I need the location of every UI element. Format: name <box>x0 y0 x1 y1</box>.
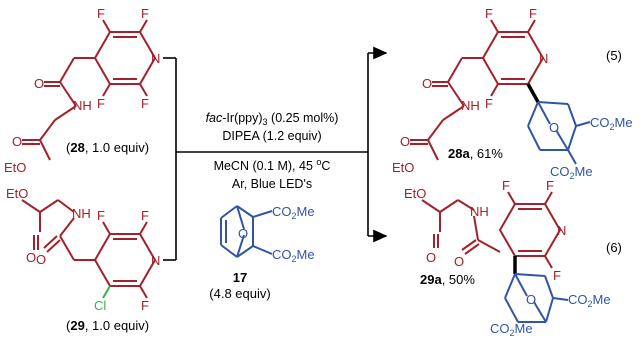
reaction-arrows <box>163 46 388 261</box>
product-29a-caption: 29a, 50% <box>420 272 475 287</box>
equation-number: (5) <box>606 48 622 63</box>
product-28a-labels: F F N F O NH O EtO O CO2Me CO2Me 28a, 61… <box>392 6 633 181</box>
atom-label: O <box>549 120 559 135</box>
ester-label: CO2Me <box>550 164 593 181</box>
atom-label: F <box>97 208 105 223</box>
atom-label: F <box>529 6 537 21</box>
product-29a-structure <box>421 191 562 269</box>
atom-label-cl: Cl <box>94 298 106 313</box>
substrate-29-labels: EtO O O NH F F N Cl F (29, 1.0 equiv) <box>6 186 160 333</box>
reagent-17-structure <box>220 205 273 258</box>
atom-label: F <box>141 298 149 313</box>
substrate-28-caption: (28, 1.0 equiv) <box>66 140 149 155</box>
substrate-28-structure <box>22 19 157 161</box>
atom-label: NH <box>73 98 92 113</box>
atom-label: O <box>526 292 536 307</box>
reagent-equiv: (4.8 equiv) <box>209 286 270 301</box>
atom-label: EtO <box>6 186 28 201</box>
atom-label: O <box>426 250 436 265</box>
atom-label: N <box>557 223 566 238</box>
new-bond <box>526 83 540 103</box>
atom-label: EtO <box>4 160 26 175</box>
atom-label: N <box>151 51 160 66</box>
reaction-conditions: fac-Ir(ppy)3 (0.25 mol%) DIPEA (1.2 equi… <box>206 111 339 191</box>
substrate-29-caption: (29, 1.0 equiv) <box>66 318 149 333</box>
atom-label: F <box>141 96 149 111</box>
product-28a-caption: 28a, 61% <box>448 146 503 161</box>
atom-label: EtO <box>404 186 426 201</box>
atom-label: F <box>502 178 510 193</box>
atom-label: N <box>151 253 160 268</box>
atom-label: O <box>454 254 464 269</box>
atom-label: O <box>422 76 432 91</box>
equation-number: (6) <box>606 240 622 255</box>
ester-label: CO2Me <box>590 115 633 132</box>
ester-label: CO2Me <box>490 321 533 338</box>
atom-label: F <box>141 208 149 223</box>
product-28a-bicycle <box>527 101 591 165</box>
atom-label: F <box>485 6 493 21</box>
product-29a-bicycle <box>504 273 569 323</box>
catalyst-text: fac-Ir(ppy)3 (0.25 mol%) <box>206 111 339 127</box>
atom-label: F <box>546 178 554 193</box>
substrate-28-labels: F F N F F O NH O EtO (28, 1.0 equiv) <box>4 6 160 175</box>
atom-label: O <box>400 134 410 149</box>
atom-label: O <box>34 76 44 91</box>
atom-label: EtO <box>392 160 414 175</box>
base-text: DIPEA (1.2 equiv) <box>222 129 321 143</box>
ester-label: CO2Me <box>272 204 315 221</box>
ester-label: CO2Me <box>568 292 611 309</box>
atom-label: F <box>553 268 561 283</box>
substrate-29-structure <box>21 199 157 299</box>
reagent-17-labels: O CO2Me CO2Me 17 (4.8 equiv) <box>209 204 314 301</box>
atom-label: F <box>97 96 105 111</box>
atom-label: F <box>485 96 493 111</box>
atom-label: NH <box>470 204 489 219</box>
atom-label: O <box>26 250 36 265</box>
atom-label: NH <box>461 98 480 113</box>
atmosphere-text: Ar, Blue LED's <box>232 177 312 191</box>
atom-label: O <box>12 134 22 149</box>
product-29a-labels: EtO O O NH F F N F O CO2Me CO2Me 29a, 50… <box>404 178 622 338</box>
atom-label: F <box>97 6 105 21</box>
atom-label: N <box>539 51 548 66</box>
atom-label: NH <box>72 206 91 221</box>
ester-label: CO2Me <box>272 247 315 264</box>
solvent-text: MeCN (0.1 M), 45 oC <box>214 157 331 173</box>
atom-label: O <box>238 226 248 241</box>
atom-label: F <box>141 6 149 21</box>
atom-label: O <box>36 252 46 267</box>
reagent-id: 17 <box>233 270 247 285</box>
